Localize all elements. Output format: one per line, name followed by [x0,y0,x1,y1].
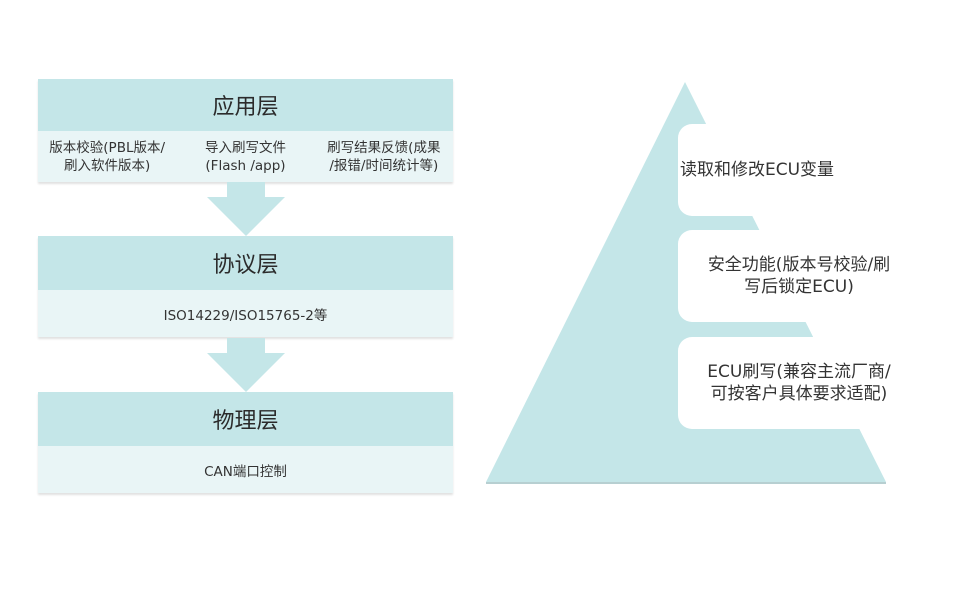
pyramid-tier-read-modify: 读取和修改ECU变量 [678,124,836,216]
feature-pyramid: 读取和修改ECU变量 安全功能(版本号校验/刷写后锁定ECU) ECU刷写(兼容… [486,82,920,486]
protocol-layer-content: ISO14229/ISO15765-2等 [38,290,453,337]
flash-result-feedback-text: 刷写结果反馈(成果/报错/时间统计等) [327,139,441,174]
version-check-cell: 版本校验(PBL版本/刷入软件版本) [38,139,176,175]
down-arrow-2 [207,338,285,392]
pyramid-tier-ecu-flash-text: ECU刷写(兼容主流厂商/可按客户具体要求适配) [707,362,891,404]
physical-layer-content: CAN端口控制 [38,446,453,493]
import-flash-file-cell: 导入刷写文件(Flash /app) [176,139,314,175]
version-check-text: 版本校验(PBL版本/刷入软件版本) [49,139,166,174]
application-layer-functions: 版本校验(PBL版本/刷入软件版本) 导入刷写文件(Flash /app) 刷写… [38,131,453,182]
physical-layer-title: 物理层 [38,392,453,446]
physical-layer: 物理层 CAN端口控制 [38,392,453,493]
flash-result-feedback-cell: 刷写结果反馈(成果/报错/时间统计等) [315,139,453,175]
application-layer-title: 应用层 [38,79,453,131]
pyramid-tier-ecu-flash: ECU刷写(兼容主流厂商/可按客户具体要求适配) [678,337,920,429]
protocol-layer-title: 协议层 [38,236,453,290]
down-arrow-1 [207,182,285,236]
pyramid-tier-security: 安全功能(版本号校验/刷写后锁定ECU) [678,230,920,322]
pyramid-tier-security-text: 安全功能(版本号校验/刷写后锁定ECU) [707,255,891,297]
application-layer: 应用层 版本校验(PBL版本/刷入软件版本) 导入刷写文件(Flash /app… [38,79,453,182]
protocol-layer: 协议层 ISO14229/ISO15765-2等 [38,236,453,337]
pyramid-tier-read-modify-text: 读取和修改ECU变量 [679,160,835,180]
import-flash-file-text: 导入刷写文件(Flash /app) [204,139,286,174]
